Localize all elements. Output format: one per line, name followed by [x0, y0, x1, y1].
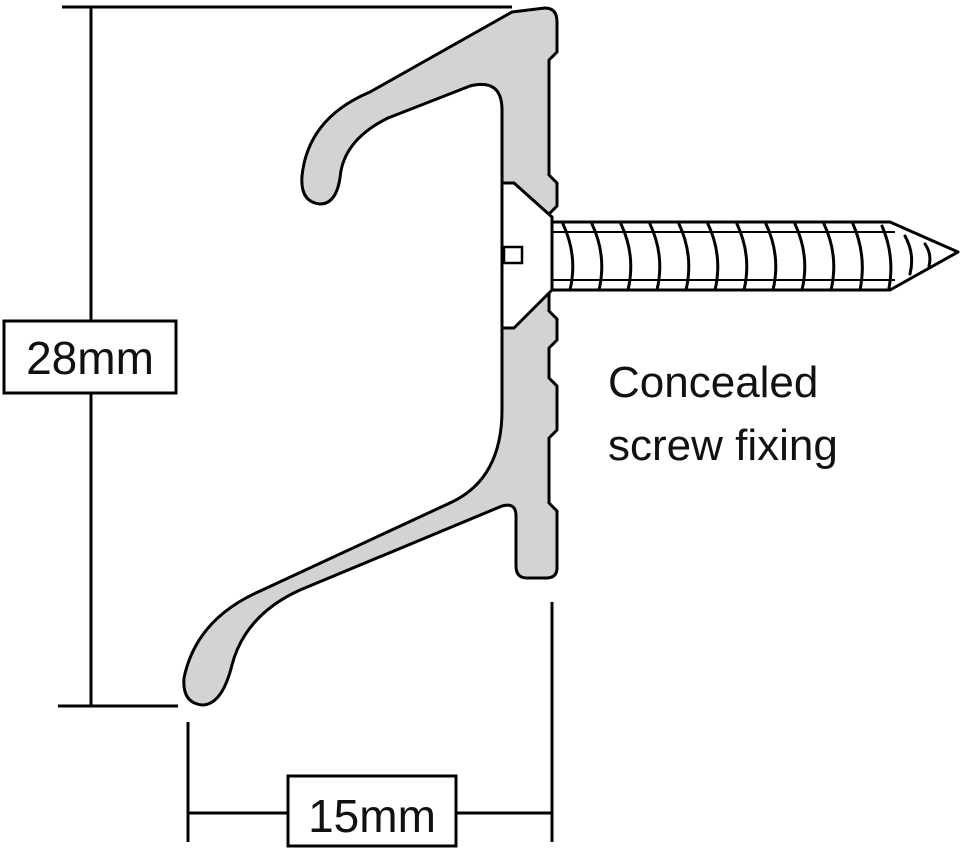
width-label-box: [286, 774, 458, 848]
height-label-box: [2, 319, 178, 395]
width-label: 15mm: [308, 790, 436, 842]
callout-line-1: Concealed: [608, 358, 818, 407]
screw-slot: [502, 245, 524, 265]
height-label: 28mm: [26, 332, 154, 384]
screw-shank: [550, 220, 960, 292]
screw-threads: [561, 222, 932, 292]
screw-head-seat: [500, 181, 554, 330]
screw-icon: [550, 220, 960, 292]
trim-profile: [182, 6, 559, 707]
callout-line-2: screw fixing: [608, 421, 838, 470]
